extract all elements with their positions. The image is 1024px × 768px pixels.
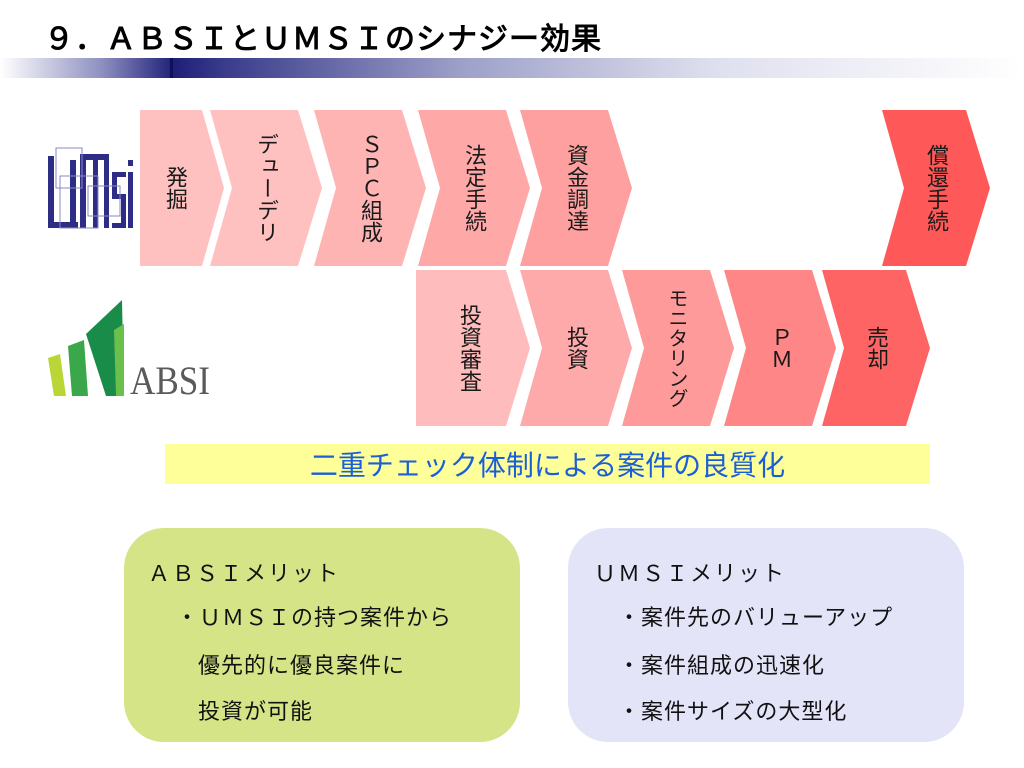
chevron-shape	[882, 110, 990, 266]
chevron-umsi-4	[418, 110, 530, 266]
chevron-absi-5	[822, 270, 930, 426]
chevron-umsi-3-label: ＳＰＣ組成	[357, 133, 382, 243]
absi-merit-title: ＡＢＳＩメリット	[148, 562, 341, 587]
absi-merit-box	[124, 528, 520, 742]
chevron-shape	[418, 110, 530, 266]
absi-logo-text: ABSI	[130, 358, 210, 400]
chevron-umsi-2-label: デューデリ	[253, 133, 278, 243]
absi-merit-line-3: 投資が可能	[198, 700, 314, 725]
absi-logo: ABSI	[48, 300, 210, 400]
chevron-absi-3	[622, 270, 734, 426]
chevron-absi-2-label: 投資	[563, 326, 588, 370]
chevron-umsi-1-label: 発掘	[162, 166, 187, 210]
umsi-merit-line-3: ・案件サイズの大型化	[618, 700, 848, 725]
chevron-shape	[314, 110, 426, 266]
synergy-banner: 二重チェック体制による案件の良質化	[165, 444, 930, 484]
absi-merit-line-1: ・ＵＭＳＩの持つ案件から	[176, 606, 453, 631]
umsi-merit-line-2: ・案件組成の迅速化	[618, 654, 826, 679]
chevron-shape	[822, 270, 930, 426]
chevron-absi-4-label: ＰＭ	[767, 326, 792, 370]
chevron-umsi-5	[520, 110, 632, 266]
title-underline-bar	[0, 58, 1024, 78]
chevron-absi-1	[416, 270, 530, 426]
chevron-umsi-6-label: 償還手続	[923, 144, 948, 232]
chevron-absi-1-label: 投資審査	[456, 304, 481, 392]
chevron-shape	[622, 270, 734, 426]
chevron-umsi-2	[210, 110, 322, 266]
umsi-merit-box	[568, 528, 964, 742]
chevron-shape	[724, 270, 836, 426]
page-title: ９．ＡＢＳＩとＵＭＳＩのシナジー効果	[44, 22, 602, 57]
chevron-umsi-6	[882, 110, 990, 266]
absi-merit-line-2: 優先的に優良案件に	[198, 654, 406, 679]
umsi-merit-line-1: ・案件先のバリューアップ	[618, 606, 894, 631]
chevron-shape	[520, 110, 632, 266]
chevron-umsi-4-label: 法定手続	[461, 144, 486, 232]
chevron-shape	[210, 110, 322, 266]
chevron-shape	[520, 270, 632, 426]
umsi-logo	[48, 147, 133, 229]
chevron-absi-2	[520, 270, 632, 426]
chevron-umsi-3	[314, 110, 426, 266]
chevron-shape	[416, 270, 530, 426]
title-underline-tick	[170, 58, 173, 78]
chevron-absi-5-label: 売却	[863, 326, 888, 370]
chevron-absi-3-label: モニタリング	[665, 288, 689, 408]
chevron-absi-4	[724, 270, 836, 426]
chevron-umsi-5-label: 資金調達	[563, 144, 588, 232]
chevron-umsi-1	[140, 110, 224, 266]
chevron-shape	[140, 110, 224, 266]
umsi-merit-title: ＵＭＳＩメリット	[594, 562, 787, 587]
